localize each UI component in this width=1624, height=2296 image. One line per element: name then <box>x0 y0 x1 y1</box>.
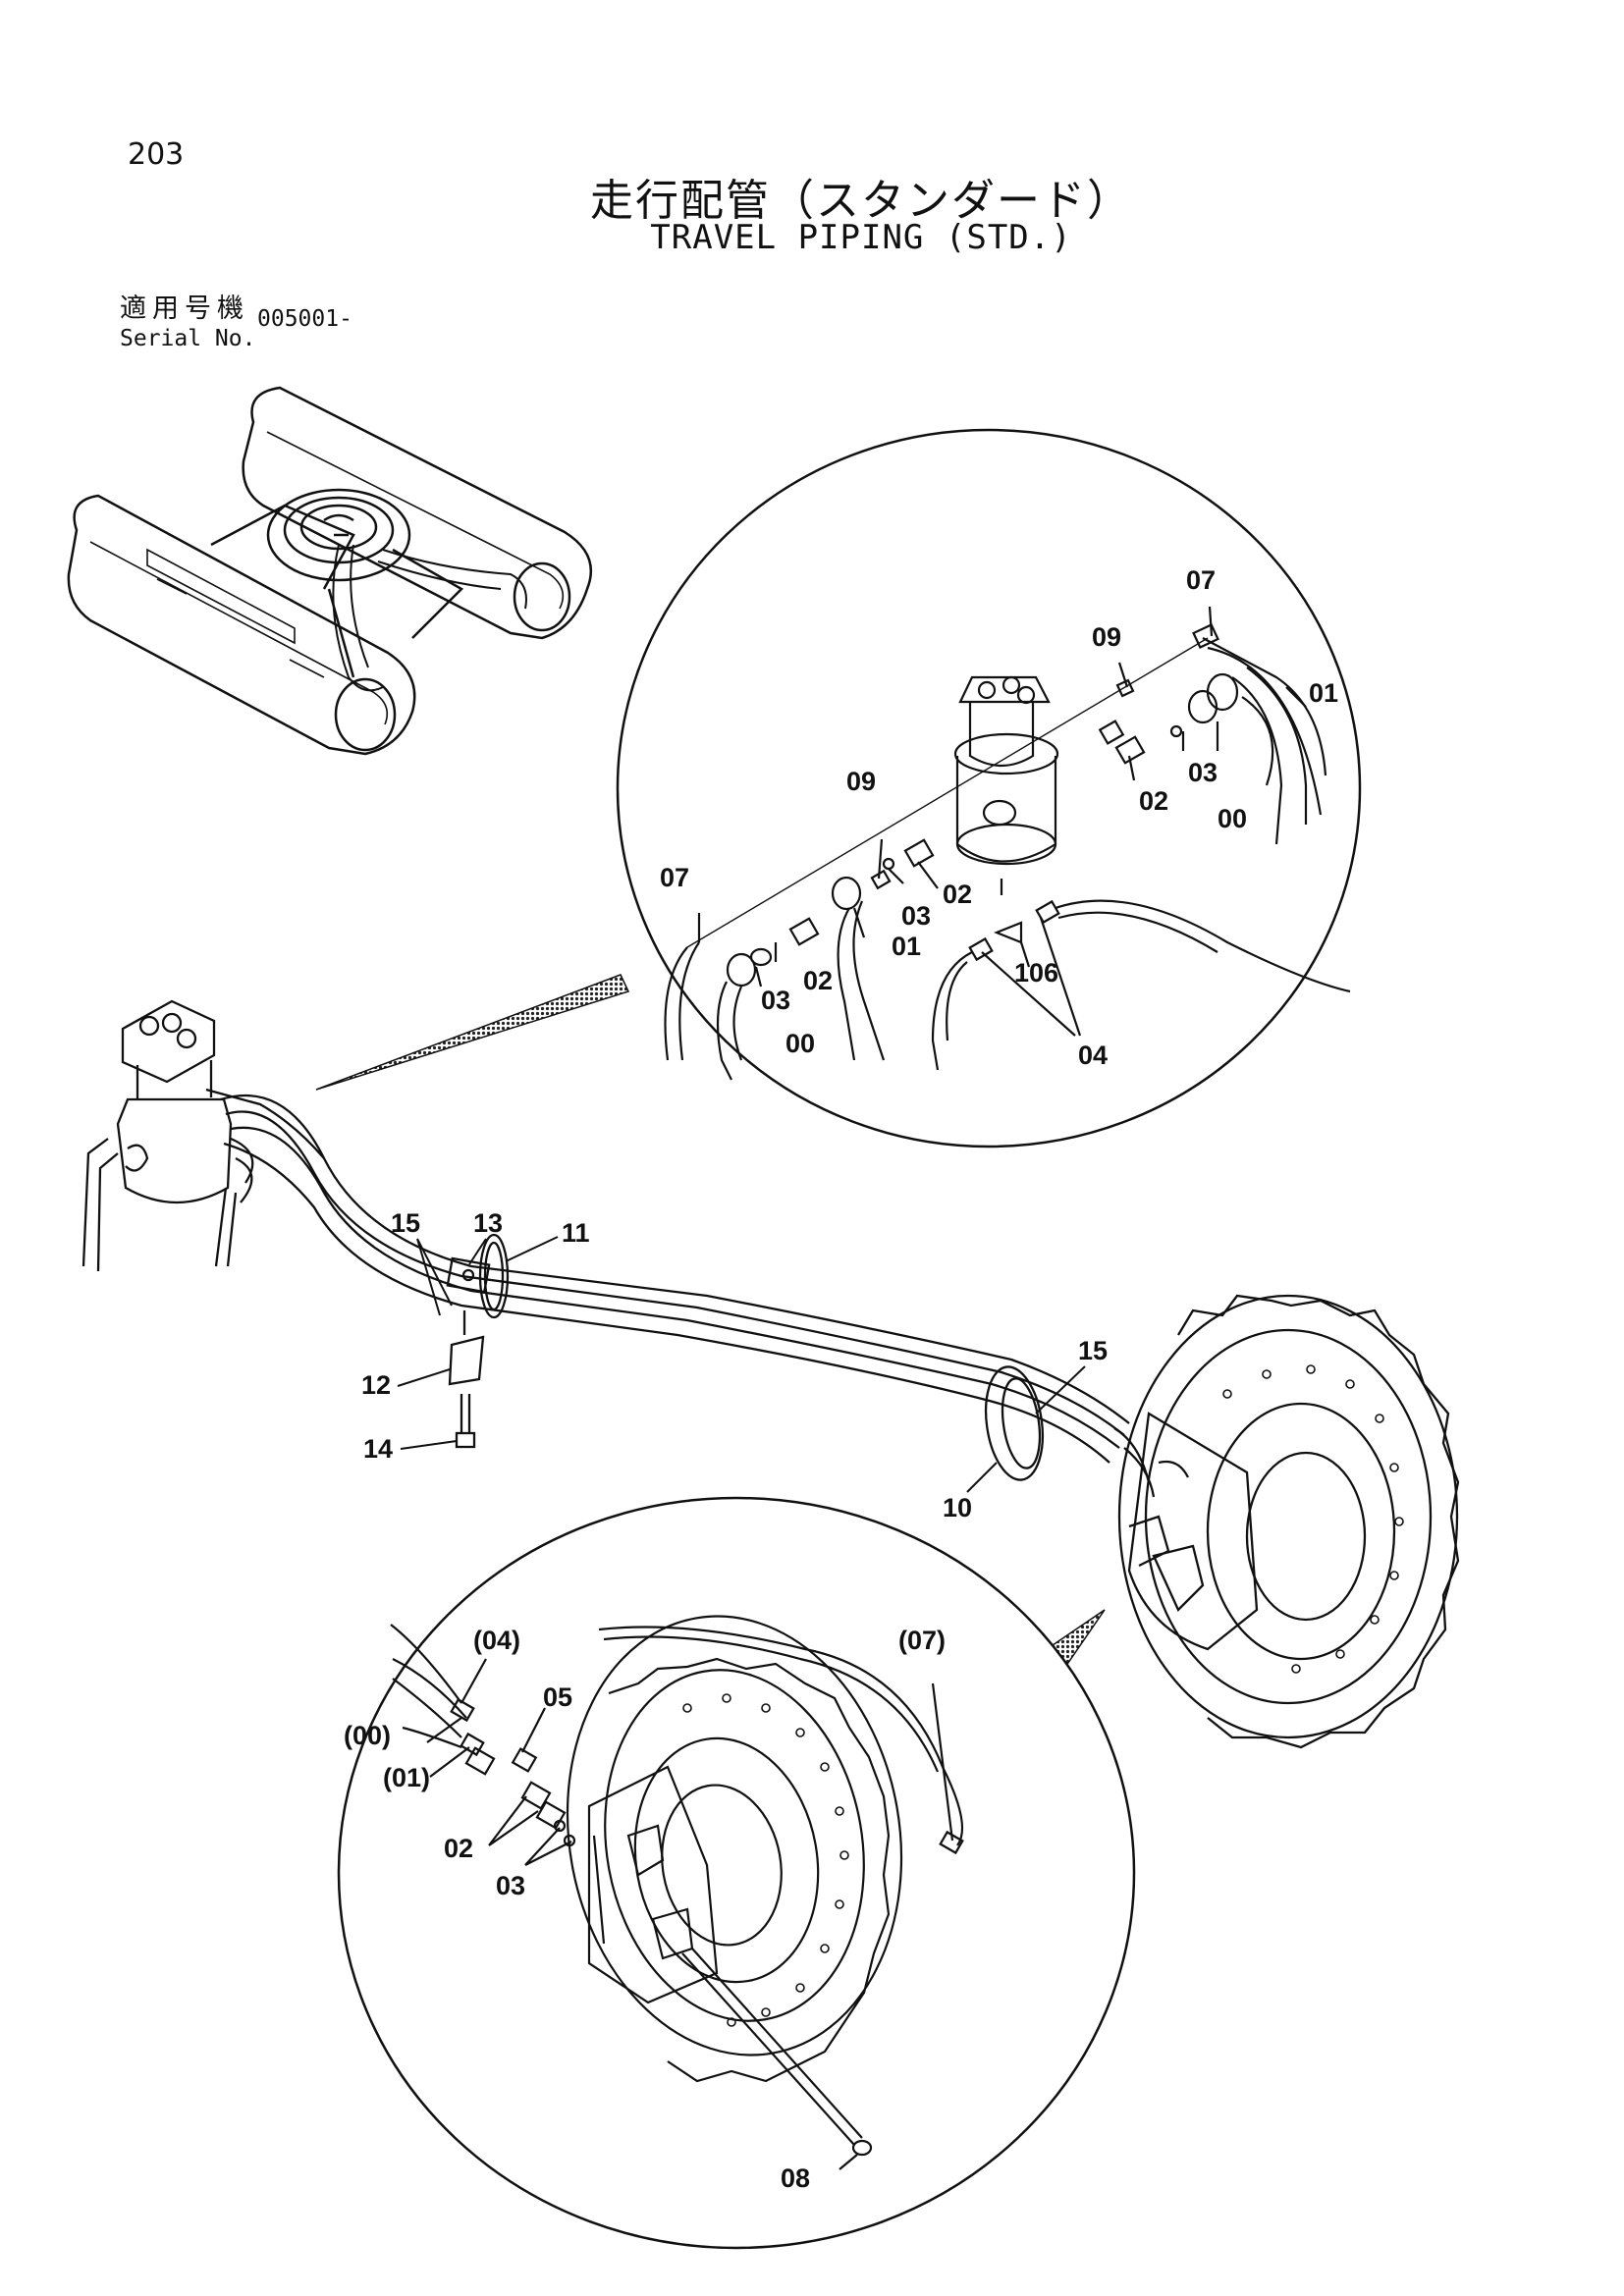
callout-15: 15 <box>1078 1336 1108 1365</box>
callout-01: 01 <box>1309 678 1338 708</box>
undercarriage-overview <box>67 386 592 756</box>
callout-09: 09 <box>846 767 876 796</box>
callout-00: 00 <box>1218 804 1247 833</box>
callout-13: 13 <box>473 1208 503 1238</box>
callout-02: 02 <box>943 880 972 909</box>
callout-07: 07 <box>1186 565 1216 595</box>
callout-02: 02 <box>803 966 833 995</box>
callout-10: 10 <box>943 1493 972 1522</box>
callout-labels-main: 15 13 11 12 14 15 10 <box>361 1208 1108 1522</box>
callout-14: 14 <box>363 1434 393 1464</box>
callout-07-ref: (07) <box>898 1626 946 1655</box>
top-detail-view <box>315 428 1362 1148</box>
callout-05: 05 <box>543 1682 572 1712</box>
callout-00-ref: (00) <box>344 1721 391 1750</box>
serial-label-english: Serial No. <box>120 326 256 351</box>
serial-number-value: 005001- <box>257 306 352 332</box>
callout-02: 02 <box>1139 786 1168 816</box>
callout-11: 11 <box>562 1218 590 1248</box>
callout-08: 08 <box>781 2163 810 2193</box>
callout-12: 12 <box>361 1370 391 1400</box>
callout-labels-bottom-detail: (04) (07) 05 (00) (01) 02 03 08 <box>344 1626 946 2193</box>
callout-07: 07 <box>660 863 689 892</box>
callout-01-ref: (01) <box>383 1763 430 1792</box>
callout-03: 03 <box>1188 758 1218 787</box>
callout-15: 15 <box>391 1208 420 1238</box>
callout-04: 04 <box>1078 1041 1108 1070</box>
callout-04-ref: (04) <box>473 1626 520 1655</box>
callout-106: 106 <box>1014 958 1058 988</box>
callout-02: 02 <box>444 1834 473 1863</box>
bottom-detail-view <box>337 1496 1136 2250</box>
callout-09: 09 <box>1092 622 1121 652</box>
callout-01: 01 <box>892 932 921 961</box>
main-assembly <box>81 999 1460 1749</box>
page-title-english: TRAVEL PIPING (STD.) <box>650 218 1072 257</box>
page-number: 203 <box>128 137 185 172</box>
callout-03: 03 <box>901 901 931 931</box>
callout-labels-top-detail: 07 09 01 03 02 00 09 07 02 03 01 106 03 … <box>660 565 1338 1070</box>
callout-00: 00 <box>785 1029 815 1058</box>
callout-03: 03 <box>761 986 790 1015</box>
callout-03: 03 <box>496 1871 525 1900</box>
page-title-japanese: 走行配管（スタンダード） <box>590 176 1132 226</box>
serial-label-japanese: 適用号機 <box>120 294 249 324</box>
